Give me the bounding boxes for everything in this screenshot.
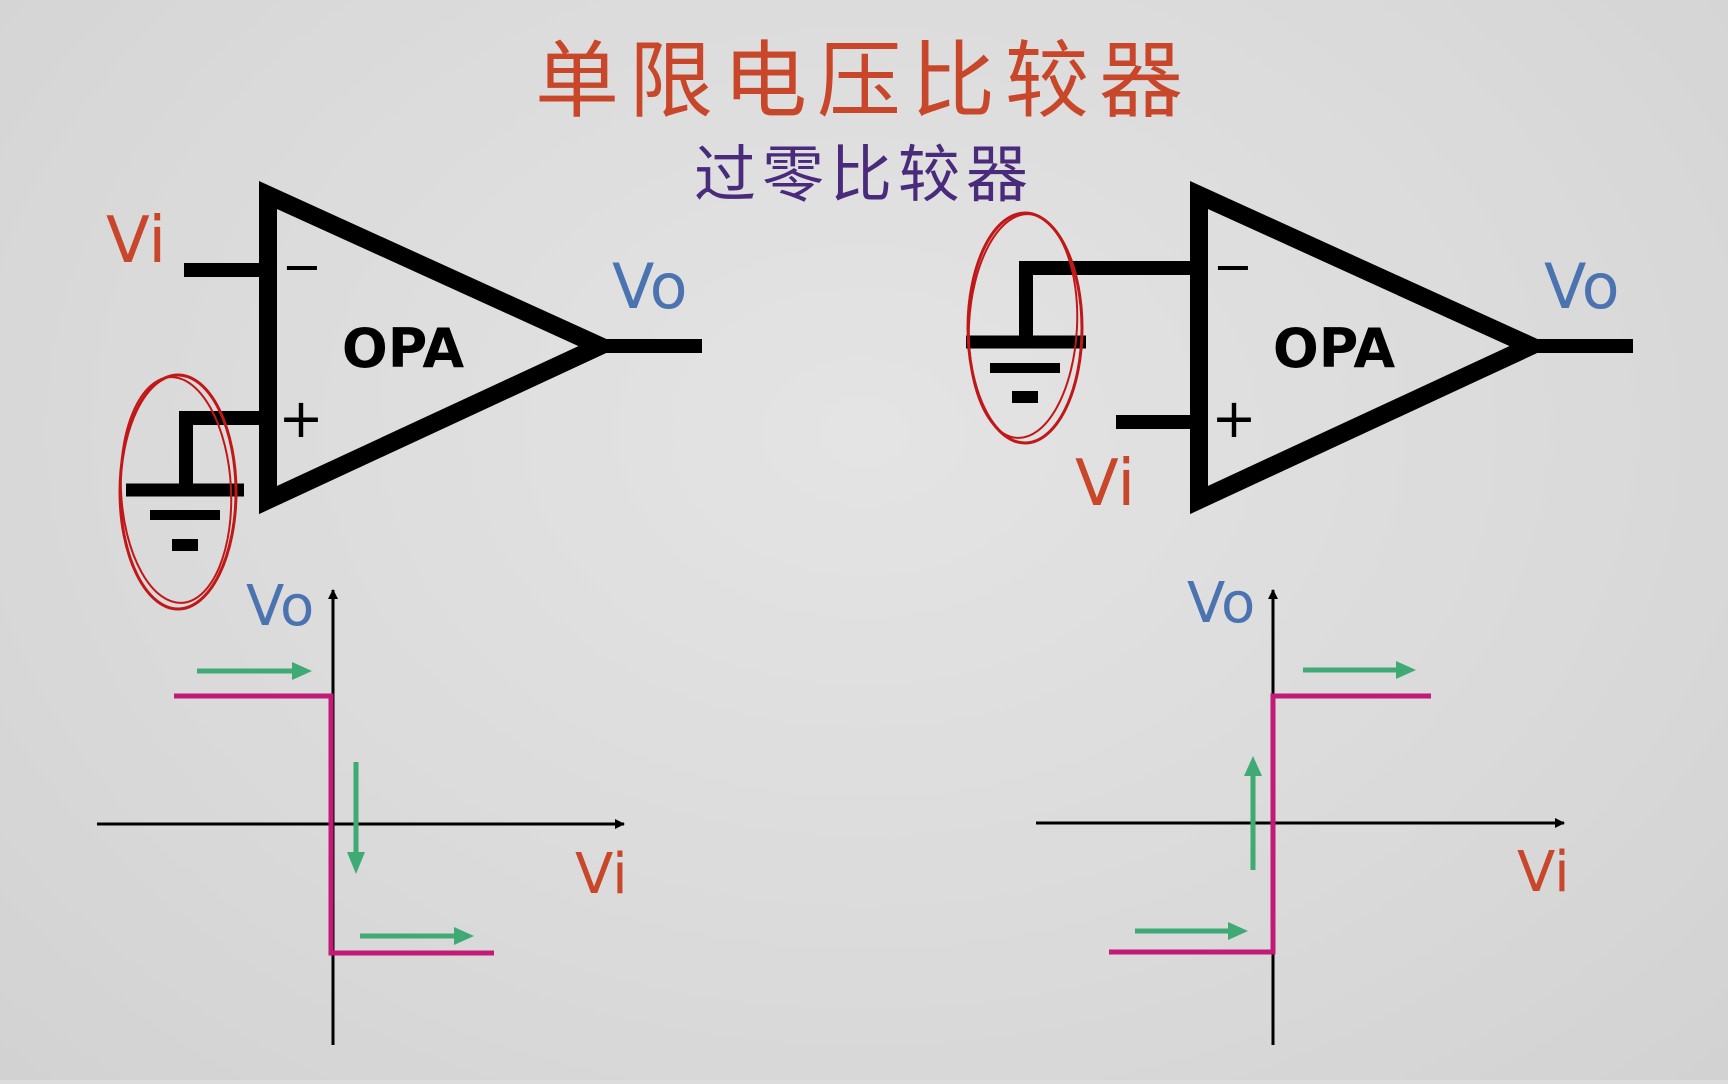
direction-arrow-icon bbox=[1303, 661, 1416, 679]
opamp-triangle bbox=[1190, 181, 1553, 515]
direction-arrow-icon bbox=[197, 662, 312, 680]
ground-wire bbox=[1019, 261, 1199, 340]
output-label: Vo bbox=[612, 250, 688, 323]
input-label: Vi bbox=[106, 204, 166, 278]
opamp-label: OPA bbox=[1273, 317, 1396, 380]
ground-wire bbox=[179, 411, 268, 490]
direction-arrow-icon bbox=[347, 762, 365, 874]
circuit-right: OPA − + Vi Vo bbox=[966, 181, 1633, 521]
opamp-label: OPA bbox=[342, 317, 465, 380]
ground-highlight-circle-stroke2 bbox=[119, 376, 233, 604]
ground-highlight-circle-stroke2 bbox=[967, 213, 1079, 439]
direction-arrow-icon bbox=[360, 927, 474, 945]
graph-left: Vo Vi bbox=[97, 574, 628, 1045]
minus-sign: − bbox=[1213, 239, 1253, 295]
page-title: 单限电压比较器 bbox=[535, 32, 1193, 130]
opamp-triangle bbox=[259, 181, 622, 515]
x-axis-label: Vi bbox=[1517, 840, 1570, 905]
ground-icon bbox=[966, 335, 1086, 403]
ground-icon bbox=[126, 483, 244, 551]
input-label: Vi bbox=[1075, 447, 1135, 521]
output-label: Vo bbox=[1544, 250, 1620, 323]
x-axis-label: Vi bbox=[575, 842, 628, 907]
circuit-left: OPA − + Vi Vo bbox=[106, 181, 702, 611]
plus-sign: + bbox=[278, 387, 323, 450]
y-axis-label: Vo bbox=[1187, 571, 1255, 636]
page-subtitle: 过零比较器 bbox=[694, 138, 1034, 211]
transfer-curve bbox=[1109, 693, 1431, 955]
graph-right: Vo Vi bbox=[1036, 571, 1570, 1045]
direction-arrow-icon bbox=[1244, 756, 1262, 870]
minus-sign: − bbox=[282, 239, 322, 295]
y-axis-label: Vo bbox=[246, 574, 314, 639]
plus-sign: + bbox=[1211, 387, 1256, 450]
direction-arrow-icon bbox=[1135, 922, 1248, 940]
ground-highlight-circle bbox=[118, 373, 238, 611]
transfer-curve bbox=[174, 693, 494, 956]
